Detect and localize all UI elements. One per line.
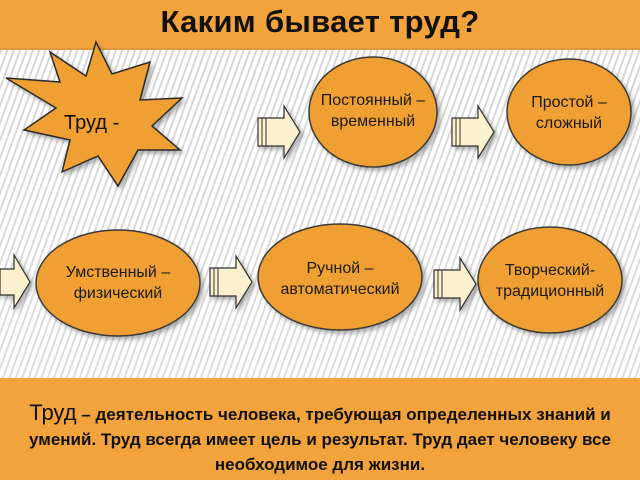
node-simple-complex-shape	[506, 58, 632, 166]
arrow-5	[433, 255, 477, 313]
node-mental-physical-shape	[35, 229, 201, 337]
star-label: Труд -	[64, 112, 119, 135]
node-simple-complex-label: Простой – сложный	[531, 94, 607, 132]
arrow-3	[0, 252, 31, 311]
arrow-2	[451, 103, 495, 161]
node-manual-automatic-shape	[257, 223, 423, 331]
star-term: Труд	[64, 112, 107, 134]
node-permanent-temporary-shape	[308, 56, 438, 168]
title-bar: Каким бывает труд?	[0, 0, 640, 48]
node-manual-automatic-label: Ручной – автоматический	[280, 260, 400, 298]
definition-body: – деятельность человека, требующая опред…	[29, 405, 611, 474]
arrow-4	[209, 253, 253, 311]
node-mental-physical-label: Умственный – физический	[65, 264, 171, 302]
node-creative-traditional-label: Творческий- традиционный	[495, 262, 605, 300]
arrow-1	[257, 103, 301, 161]
definition-panel: Труд – деятельность человека, требующая …	[0, 378, 640, 480]
star-burst-shape	[5, 39, 185, 188]
star-dash: -	[112, 112, 120, 134]
node-permanent-temporary-label: Постоянный – временный	[320, 92, 426, 130]
node-creative-traditional-shape	[477, 226, 623, 334]
definition-text: Труд – деятельность человека, требующая …	[24, 400, 616, 477]
page-title: Каким бывает труд?	[160, 4, 480, 39]
definition-term: Труд	[29, 400, 77, 425]
